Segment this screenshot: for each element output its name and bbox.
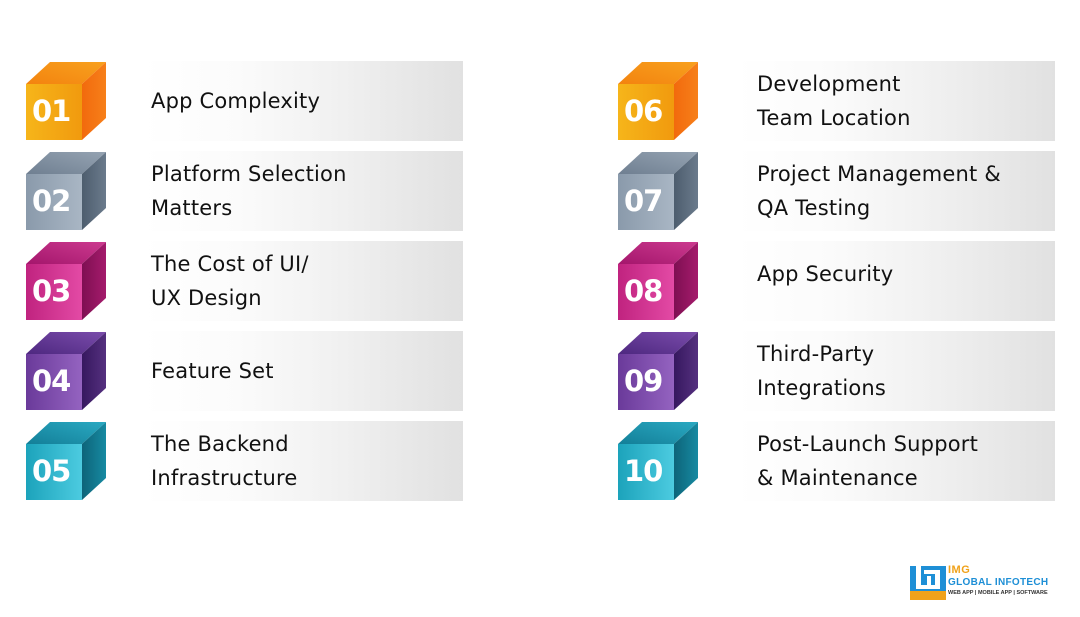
- factor-number: 04: [32, 364, 71, 398]
- cube-icon: 08: [618, 242, 700, 322]
- logo-mark-icon: [910, 566, 946, 600]
- cube-icon: 04: [26, 332, 108, 412]
- factor-number: 06: [624, 94, 663, 128]
- factor-label: Feature Set: [151, 359, 274, 383]
- cube-icon: 06: [618, 62, 700, 142]
- cube-icon: 10: [618, 422, 700, 502]
- logo-company-name: GLOBAL INFOTECH: [948, 577, 1049, 588]
- factor-item-01: App Complexity 01: [26, 61, 466, 152]
- factor-bar: App Complexity: [143, 61, 463, 141]
- factor-item-03: The Cost of UI/UX Design 03: [26, 241, 466, 332]
- factor-number: 03: [32, 274, 71, 308]
- factor-number: 08: [624, 274, 663, 308]
- factor-bar: The Cost of UI/UX Design: [143, 241, 463, 321]
- factor-bar: Project Management &QA Testing: [736, 151, 1055, 231]
- cube-icon: 09: [618, 332, 700, 412]
- factor-number: 09: [624, 364, 663, 398]
- logo-tagline: WEB APP | MOBILE APP | SOFTWARE: [948, 590, 1048, 596]
- factor-label: App Security: [757, 262, 894, 286]
- cube-icon: 02: [26, 152, 108, 232]
- cube-icon: 05: [26, 422, 108, 502]
- factor-item-08: App Security 08: [618, 241, 1058, 332]
- factor-bar: Feature Set: [143, 331, 463, 411]
- factor-label: Project Management &QA Testing: [757, 162, 1001, 220]
- factor-bar: Post-Launch Support& Maintenance: [736, 421, 1055, 501]
- factor-label: The Cost of UI/UX Design: [151, 252, 309, 310]
- factor-bar: App Security: [736, 241, 1055, 321]
- factor-item-04: Feature Set 04: [26, 331, 466, 422]
- cube-icon: 03: [26, 242, 108, 322]
- factor-item-07: Project Management &QA Testing 07: [618, 151, 1058, 242]
- factor-item-10: Post-Launch Support& Maintenance 10: [618, 421, 1058, 512]
- logo-mark-text: IMG: [948, 564, 971, 576]
- factor-number: 01: [32, 94, 71, 128]
- cube-icon: 07: [618, 152, 700, 232]
- factor-number: 05: [32, 454, 71, 488]
- factor-label: Post-Launch Support& Maintenance: [757, 432, 979, 490]
- factor-number: 02: [32, 184, 71, 218]
- company-logo: IMG GLOBAL INFOTECH WEB APP | MOBILE APP…: [908, 564, 1058, 602]
- factor-number: 07: [624, 184, 663, 218]
- cube-icon: 01: [26, 62, 108, 142]
- factor-number: 10: [624, 454, 663, 488]
- factor-label: App Complexity: [151, 89, 321, 113]
